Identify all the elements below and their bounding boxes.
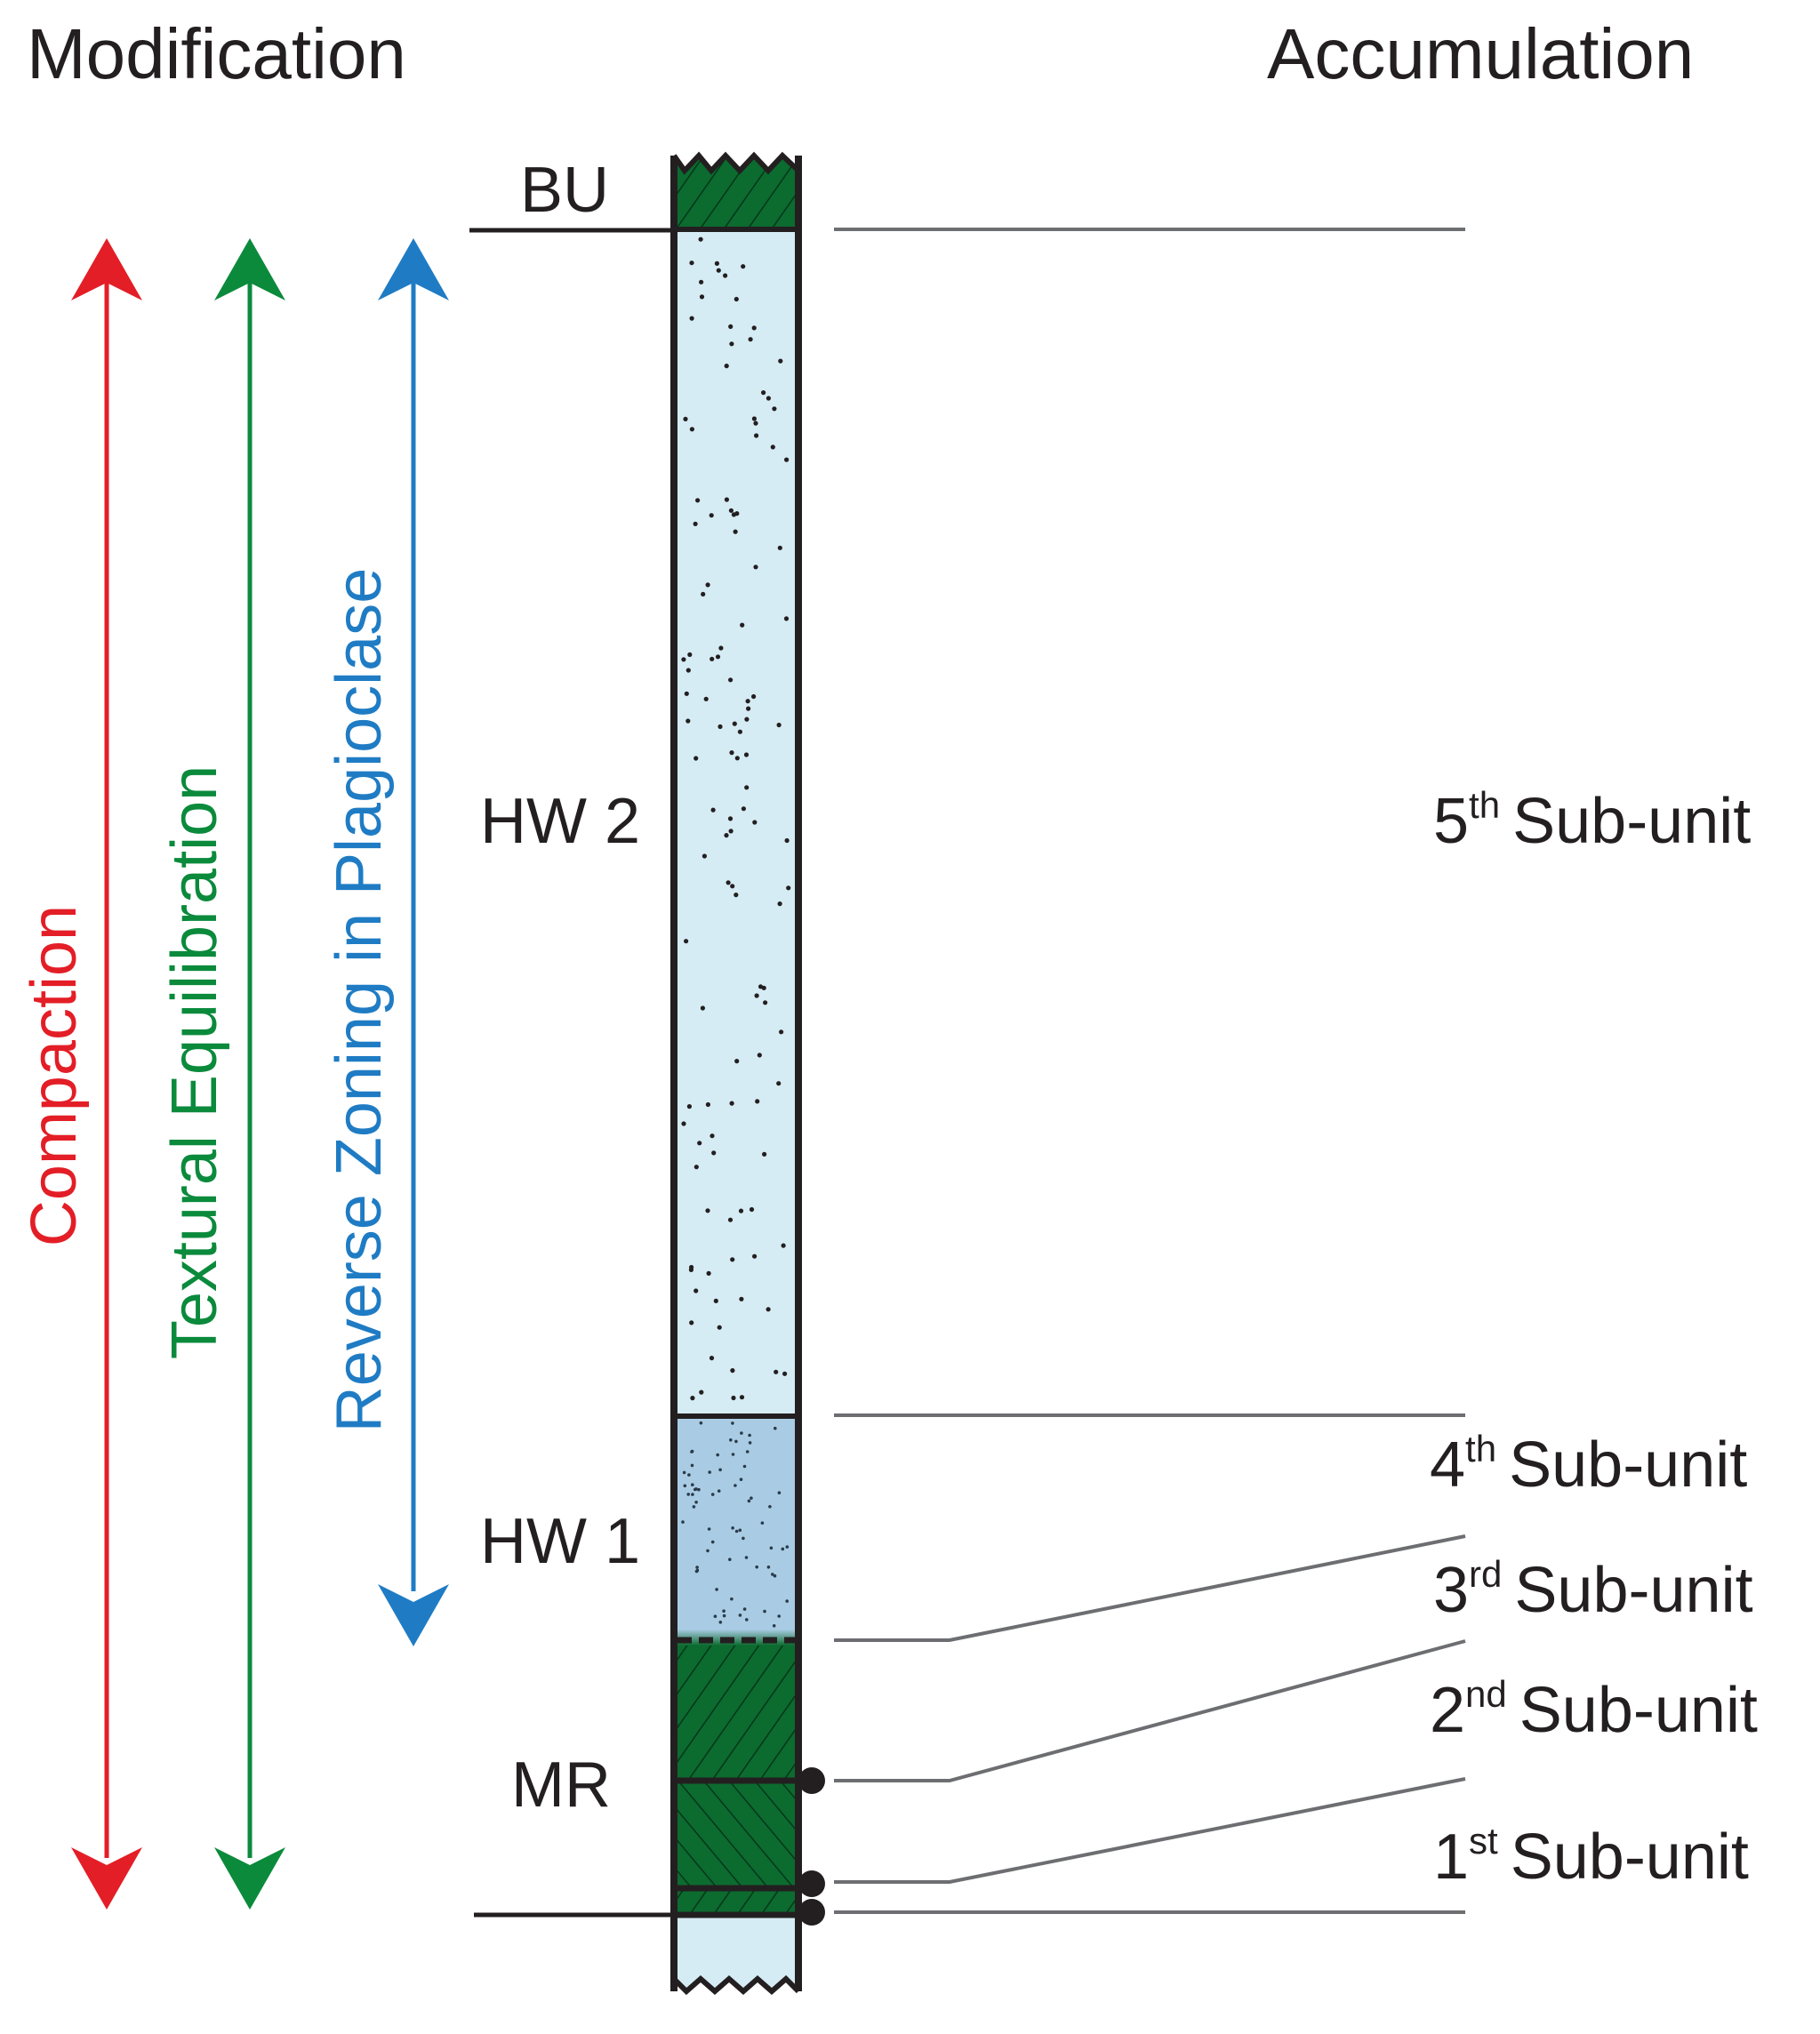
textural-equilibration-label: Textural Equilibration <box>159 765 230 1359</box>
reverse-zoning-label: Reverse Zoning in Plagioclase <box>324 568 395 1433</box>
mr-middle-layer <box>674 1781 798 1888</box>
modification-heading: Modification <box>27 14 406 93</box>
correlation-lines <box>834 228 1466 1914</box>
unit-label-bu: BU <box>520 155 609 226</box>
unit-label-hw1: HW 1 <box>480 1506 640 1577</box>
stratigraphic-column <box>670 151 825 1996</box>
textural-equilibration-arrow <box>214 238 285 1910</box>
unit-label-mr: MR <box>511 1750 611 1821</box>
speckle-dots <box>681 236 791 1628</box>
unit-label-hw2: HW 2 <box>480 786 640 857</box>
mr-upper-layer <box>674 1646 798 1781</box>
contact-marker <box>798 1899 825 1926</box>
mr-lower-layer <box>674 1888 798 1915</box>
compaction-label: Compaction <box>19 905 90 1246</box>
accumulation-heading: Accumulation <box>1267 14 1694 93</box>
bu-layer <box>674 156 798 229</box>
compaction-arrow <box>71 238 142 1910</box>
contact-marker <box>798 1870 825 1897</box>
contact-marker <box>798 1767 825 1794</box>
reverse-zoning-arrow <box>378 238 449 1646</box>
hw2-layer <box>674 229 798 1416</box>
footwall-layer <box>674 1915 798 1991</box>
